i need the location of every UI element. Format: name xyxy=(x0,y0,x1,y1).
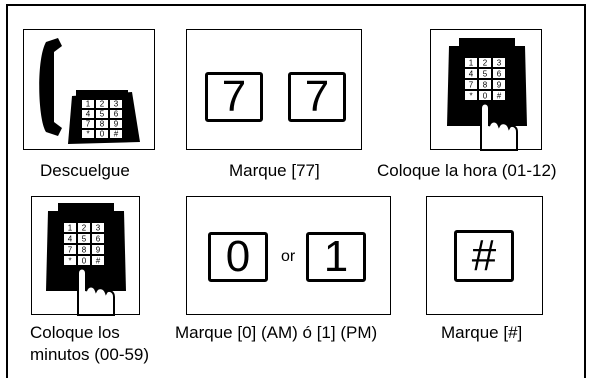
keypad-key xyxy=(78,223,90,232)
keypad-key xyxy=(96,110,108,118)
keypad-key xyxy=(465,58,477,67)
keypad-key xyxy=(92,223,104,232)
keypad-key xyxy=(493,58,505,67)
keypad-key xyxy=(479,69,491,78)
keypad-key-label: 9 xyxy=(114,120,119,129)
keypad-key-label: 8 xyxy=(483,81,488,90)
step-5-panel xyxy=(186,196,391,315)
keypad-key xyxy=(110,130,122,138)
or-joiner: or xyxy=(281,248,296,265)
keypad-key-label: 2 xyxy=(100,100,105,109)
keypad-key xyxy=(110,110,122,118)
keypad-key-label: 7 xyxy=(68,246,73,255)
step-6-panel xyxy=(426,196,543,315)
keypad-key xyxy=(78,234,90,243)
keypad-key xyxy=(82,130,94,138)
keypad-key xyxy=(493,91,505,100)
keypad-key xyxy=(82,120,94,128)
keypad-key xyxy=(479,91,491,100)
keypad-key-label: 0 xyxy=(100,130,105,139)
keypad-key-label: 4 xyxy=(68,235,73,244)
step-4-caption-line2: minutos (00-59) xyxy=(30,345,150,364)
keypad-key-label: 6 xyxy=(497,70,502,79)
keypad-key-label: 1 xyxy=(68,224,73,233)
keypad-key xyxy=(96,130,108,138)
key-7-first: 7 xyxy=(205,72,263,122)
keypad-key xyxy=(479,58,491,67)
keypad-key xyxy=(92,234,104,243)
instruction-frame xyxy=(6,4,586,378)
keypad-key xyxy=(465,80,477,89)
keypad-key-label: 7 xyxy=(86,120,91,129)
keypad-key-label: 8 xyxy=(82,246,87,255)
key-7-second: 7 xyxy=(288,72,346,122)
keypad-key-label: # xyxy=(114,130,119,139)
keypad-key-label: * xyxy=(68,257,71,266)
keypad-key xyxy=(479,80,491,89)
keypad-key xyxy=(96,100,108,108)
keypad-key xyxy=(110,120,122,128)
keypad-key-label: 5 xyxy=(82,235,87,244)
keypad-key-label: # xyxy=(497,92,502,101)
keypad-key-label: 5 xyxy=(483,70,488,79)
key-0: 0 xyxy=(208,232,268,282)
keypad-key-label: 6 xyxy=(114,110,119,119)
keypad-key xyxy=(92,256,104,265)
keypad-key-label: 4 xyxy=(86,110,91,119)
keypad-key-label: 3 xyxy=(497,59,502,68)
step-3-caption: Coloque la hora (01-12) xyxy=(377,161,557,180)
keypad-key xyxy=(64,223,76,232)
keypad-key xyxy=(64,256,76,265)
keypad-key xyxy=(110,100,122,108)
keypad-key-label: * xyxy=(86,130,89,139)
keypad-key xyxy=(96,120,108,128)
keypad-key-label: 5 xyxy=(100,110,105,119)
keypad-key-label: 9 xyxy=(497,81,502,90)
step-4-caption-line1: Coloque los xyxy=(30,323,120,342)
keypad-key-label: 2 xyxy=(483,59,488,68)
keypad-key xyxy=(82,100,94,108)
keypad-key xyxy=(92,245,104,254)
step-6-caption: Marque [#] xyxy=(441,323,523,342)
keypad-key xyxy=(64,234,76,243)
keypad-key-label: 2 xyxy=(82,224,87,233)
keypad-key-label: # xyxy=(96,257,101,266)
keypad-key-label: 0 xyxy=(483,92,488,101)
keypad-key-label: 3 xyxy=(96,224,101,233)
keypad-key-label: 3 xyxy=(114,100,119,109)
keypad-key xyxy=(78,245,90,254)
key-hash: # xyxy=(454,230,514,282)
step-2-caption: Marque [77] xyxy=(229,161,320,180)
keypad-key xyxy=(493,80,505,89)
keypad-key-label: 1 xyxy=(86,100,91,109)
keypad-key xyxy=(493,69,505,78)
keypad-key-label: 9 xyxy=(96,246,101,255)
keypad-key-label: 7 xyxy=(469,81,474,90)
step-1-caption: Descuelgue xyxy=(40,161,130,180)
keypad-key-label: 8 xyxy=(100,120,105,129)
keypad-key xyxy=(465,69,477,78)
keypad-key xyxy=(78,256,90,265)
keypad-key-label: 4 xyxy=(469,70,474,79)
keypad-key-label: 0 xyxy=(82,257,87,266)
keypad-key-label: * xyxy=(469,92,472,101)
keypad-key xyxy=(82,110,94,118)
step-5-caption: Marque [0] (AM) ó [1] (PM) xyxy=(175,323,378,342)
keypad-key xyxy=(465,91,477,100)
keypad-key xyxy=(64,245,76,254)
keypad-key-label: 6 xyxy=(96,235,101,244)
step-2-panel xyxy=(186,29,362,150)
keypad-key-label: 1 xyxy=(469,59,474,68)
key-1: 1 xyxy=(306,232,366,282)
